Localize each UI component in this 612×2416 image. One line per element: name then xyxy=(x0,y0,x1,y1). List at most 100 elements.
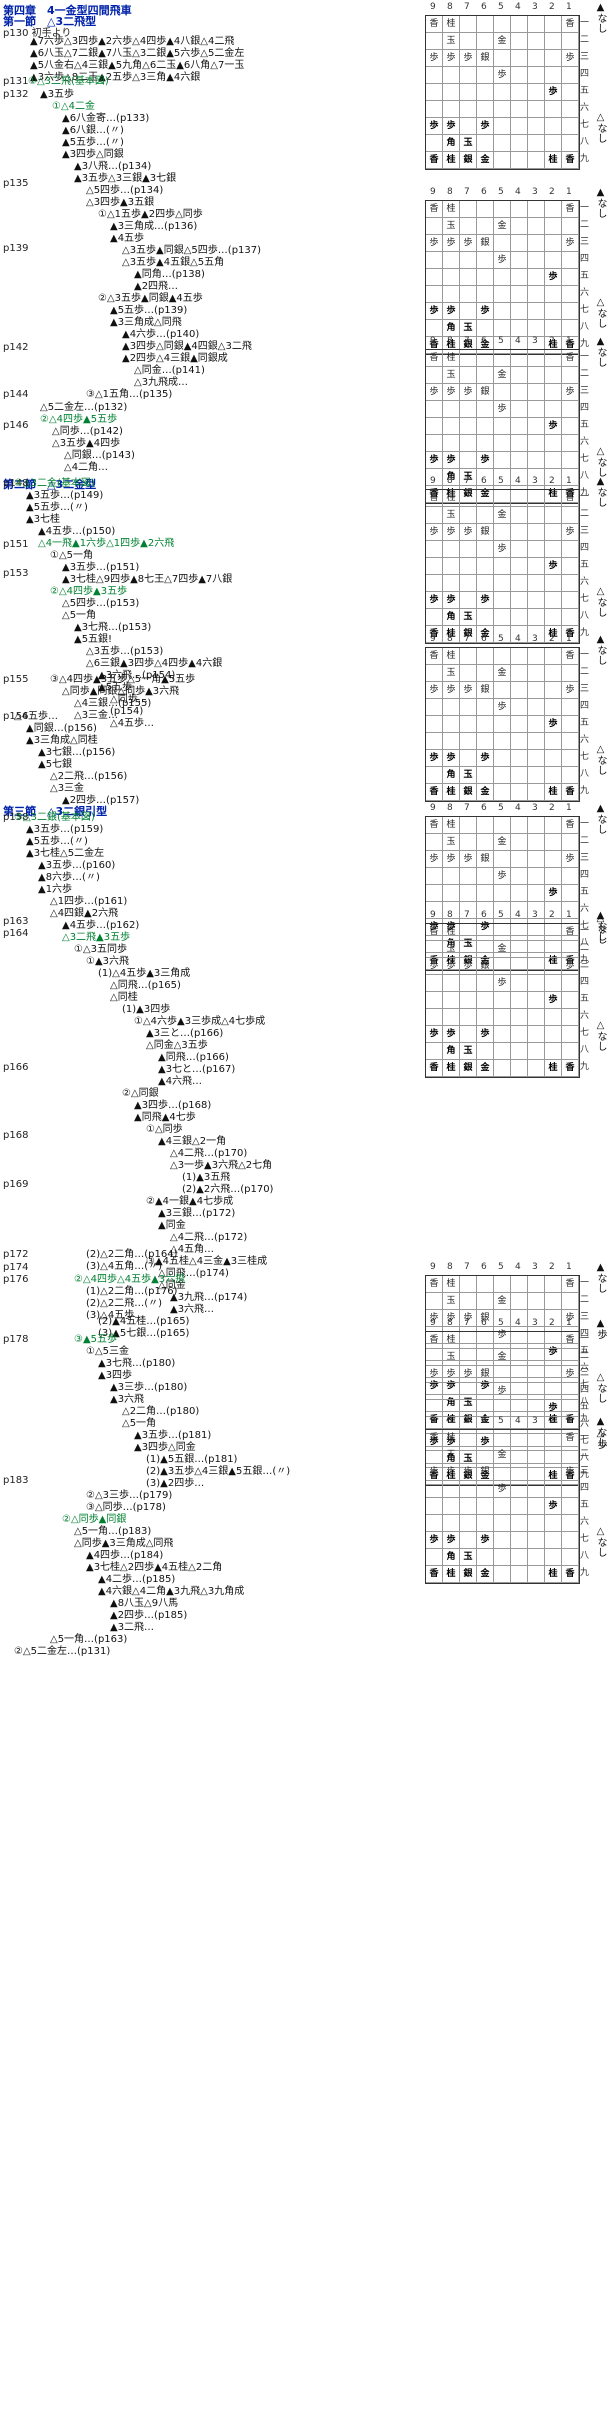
board-square: 銀 xyxy=(460,337,477,354)
board-square: 香 xyxy=(562,16,579,33)
board-square xyxy=(562,1447,579,1464)
file-label: 5 xyxy=(498,910,504,920)
board-square xyxy=(511,541,528,558)
board-square xyxy=(545,648,562,665)
file-label: 5 xyxy=(498,803,504,813)
board-square: 歩 xyxy=(426,750,443,767)
board-square xyxy=(562,303,579,320)
board-square: 桂 xyxy=(443,1060,460,1077)
board-square: 桂 xyxy=(443,1332,460,1349)
board-square xyxy=(545,286,562,303)
move-line: ▲3四歩…(p168) xyxy=(134,1100,212,1111)
file-label: 5 xyxy=(498,1318,504,1328)
move-line: ▲4三銀△2一角 xyxy=(158,1136,227,1147)
page-ref: p168 xyxy=(3,1130,29,1141)
board-square xyxy=(460,1430,477,1447)
move-line: △6三銀▲3四歩△4四歩▲4六銀 xyxy=(86,658,223,669)
board-grid: 香桂香玉金歩歩歩銀歩歩歩歩歩歩角玉香桂銀金桂香 xyxy=(425,647,580,802)
file-label: 8 xyxy=(447,187,453,197)
board-square xyxy=(545,16,562,33)
board-square: 金 xyxy=(494,834,511,851)
board-square: 玉 xyxy=(460,1043,477,1060)
board-square xyxy=(562,218,579,235)
move-line: △5一角 xyxy=(62,610,97,621)
board-square xyxy=(426,135,443,152)
move-line: ▲3七飛…(p153) xyxy=(74,622,152,633)
board-square xyxy=(562,1498,579,1515)
sente-hand: ▲なし xyxy=(595,336,606,367)
file-label: 6 xyxy=(481,336,487,346)
board-square xyxy=(562,33,579,50)
board-square: 歩 xyxy=(460,682,477,699)
board-square xyxy=(545,235,562,252)
move-line: ▲3三角成…(p136) xyxy=(110,221,198,232)
board-square xyxy=(562,609,579,626)
board-square xyxy=(477,868,494,885)
board-square xyxy=(426,902,443,919)
board-square xyxy=(528,1464,545,1481)
board-square xyxy=(477,733,494,750)
board-square xyxy=(477,924,494,941)
board-square: 銀 xyxy=(477,851,494,868)
board-square xyxy=(426,1400,443,1417)
board-square xyxy=(511,201,528,218)
board-square xyxy=(494,648,511,665)
board-square xyxy=(511,1293,528,1310)
board-square xyxy=(545,1043,562,1060)
board-square xyxy=(477,1043,494,1060)
board-square xyxy=(545,851,562,868)
move-line: ③△4四歩▲3五歩△5一角▲5五歩 xyxy=(50,674,196,685)
board-square xyxy=(494,992,511,1009)
board-square: 香 xyxy=(426,490,443,507)
board-square xyxy=(460,1447,477,1464)
board-square: 香 xyxy=(426,648,443,665)
move-line: ②△4四歩▲3五歩 xyxy=(50,586,128,597)
board-square xyxy=(545,218,562,235)
board-square xyxy=(511,367,528,384)
board-square xyxy=(511,648,528,665)
board-square: 歩 xyxy=(494,252,511,269)
board-square xyxy=(511,1009,528,1026)
move-line: ▲5五歩…(〃) xyxy=(26,502,88,513)
move-line: △4五角… xyxy=(170,1244,215,1255)
file-label: 6 xyxy=(481,2,487,12)
board-square: 歩 xyxy=(443,1532,460,1549)
board-square: 金 xyxy=(477,1060,494,1077)
board-square xyxy=(511,1400,528,1417)
board-square xyxy=(511,626,528,643)
board-square xyxy=(494,1549,511,1566)
move-line: (1)△4五歩▲3三角成 xyxy=(98,968,191,979)
board-square xyxy=(562,507,579,524)
board-square xyxy=(460,507,477,524)
file-label: 3 xyxy=(532,1262,538,1272)
board-square xyxy=(528,269,545,286)
file-label: 9 xyxy=(430,634,436,644)
board-square xyxy=(545,469,562,486)
board-square: 歩 xyxy=(545,84,562,101)
board-square xyxy=(443,418,460,435)
file-label: 6 xyxy=(481,1262,487,1272)
move-line: ②△4四歩△4五歩▲3六飛 xyxy=(74,1274,186,1285)
board-grid: 香桂香玉金歩歩歩銀歩歩歩歩歩歩角玉香桂銀金桂香 xyxy=(425,1331,580,1486)
board-square xyxy=(460,1515,477,1532)
board-square xyxy=(460,902,477,919)
board-square xyxy=(545,924,562,941)
board-square xyxy=(443,975,460,992)
board-square xyxy=(477,975,494,992)
sente-hand: ▲なし xyxy=(595,2,606,33)
board-square: 銀 xyxy=(460,152,477,169)
board-square xyxy=(477,1276,494,1293)
board-square: 桂 xyxy=(545,337,562,354)
file-label: 5 xyxy=(498,476,504,486)
board-square xyxy=(494,1400,511,1417)
file-label: 1 xyxy=(566,1416,572,1426)
board-square xyxy=(511,218,528,235)
board-square: 銀 xyxy=(477,1366,494,1383)
board-square xyxy=(545,1332,562,1349)
board-square xyxy=(511,235,528,252)
move-line: ▲3七飛…(p180) xyxy=(98,1358,176,1369)
board-square: 金 xyxy=(494,1293,511,1310)
board-square xyxy=(494,1532,511,1549)
gote-hand: △なし xyxy=(595,586,606,617)
